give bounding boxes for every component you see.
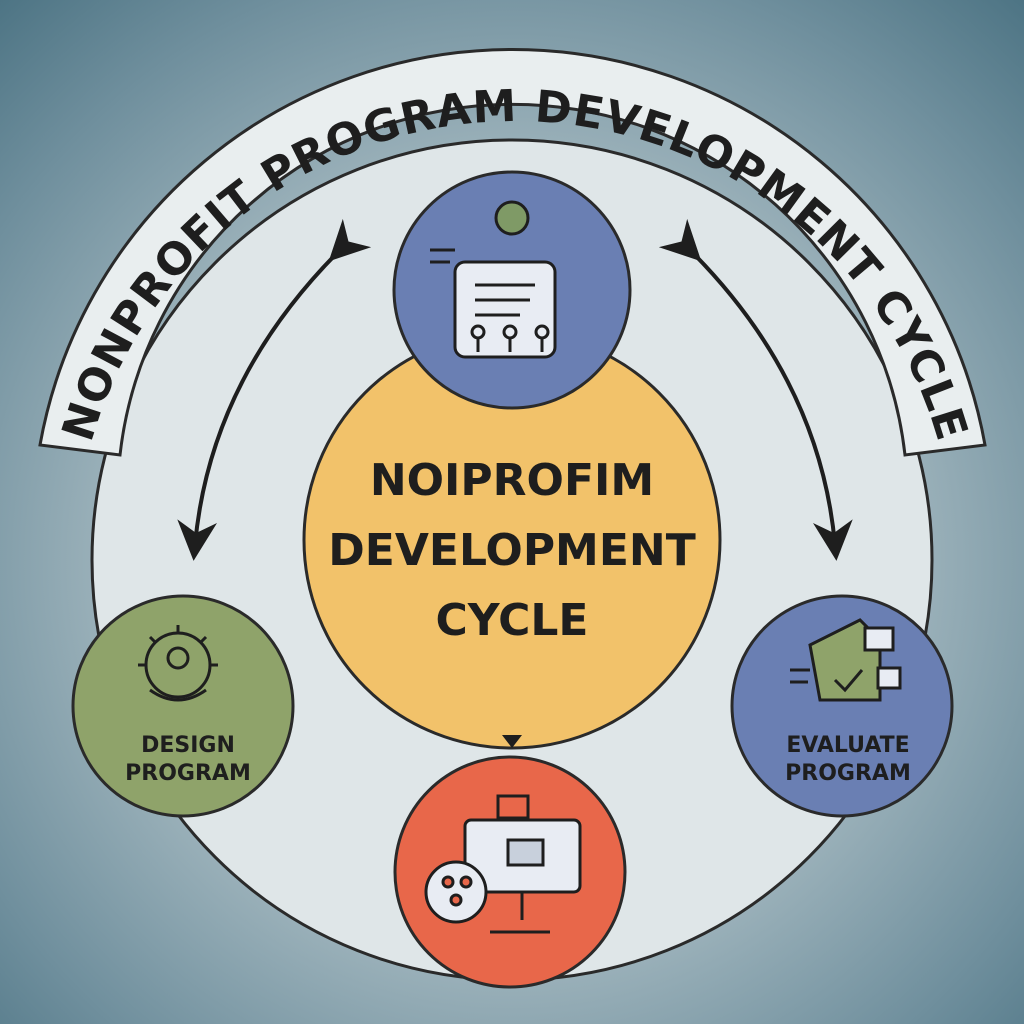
center-pointer bbox=[502, 735, 522, 748]
computer-monitor-icon bbox=[424, 794, 582, 934]
right-label-line-2: PROGRAM bbox=[785, 761, 911, 786]
title-banner bbox=[38, 48, 987, 457]
clipboard-people-icon bbox=[430, 200, 557, 359]
arrow-top-right bbox=[658, 218, 853, 561]
right-label-line-1: EVALUATE bbox=[786, 733, 909, 758]
node-right[interactable]: EVALUATE PROGRAM bbox=[730, 594, 954, 818]
left-label-line-2: PROGRAM bbox=[125, 761, 251, 786]
node-bottom[interactable] bbox=[393, 755, 627, 989]
node-top[interactable] bbox=[392, 170, 632, 410]
center-line-1: NOIPROFIM bbox=[370, 455, 654, 506]
arrow-top-left bbox=[177, 218, 372, 561]
center-line-2: DEVELOPMENT bbox=[328, 525, 696, 576]
node-left[interactable]: DESIGN PROGRAM bbox=[71, 594, 295, 818]
document-box-icon bbox=[790, 618, 902, 702]
left-label-line-1: DESIGN bbox=[141, 733, 235, 758]
gear-lightbulb-icon bbox=[138, 625, 218, 702]
center-line-3: CYCLE bbox=[436, 595, 589, 646]
